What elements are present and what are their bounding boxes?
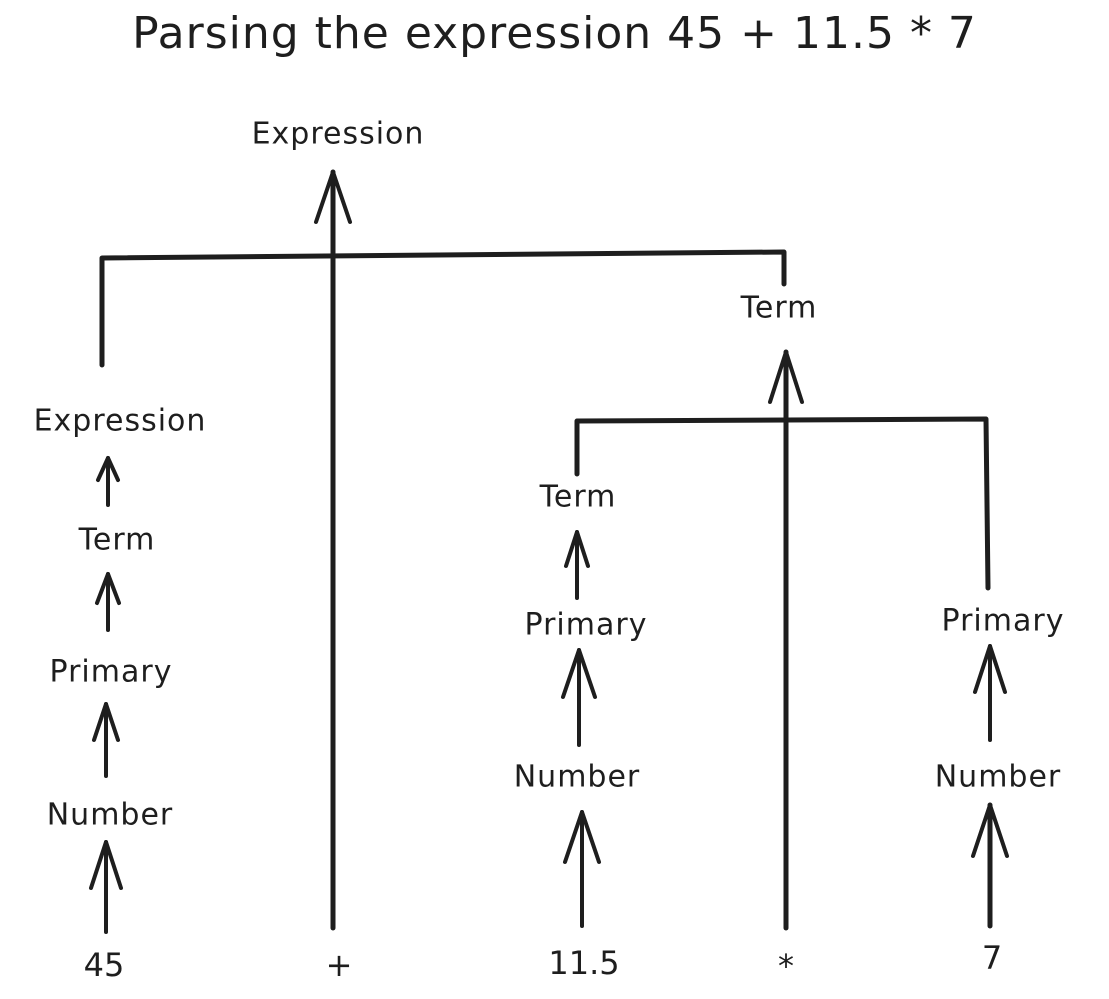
far-primary-node: Primary [941, 603, 1065, 639]
mid-number-node: Number [513, 759, 641, 795]
root-expression-node: Expression [251, 116, 425, 152]
mid-arrowhead-2 [561, 648, 597, 699]
left-arrowhead-3 [92, 702, 120, 742]
token-7: 7 [981, 939, 1003, 977]
mid-arrowhead-1 [564, 530, 590, 568]
token-45: 45 [83, 946, 125, 984]
term-bracket-line [574, 416, 991, 591]
root-bracket-line [99, 249, 787, 368]
diagram-title: Parsing the expression 45 + 11.5 * 7 [132, 8, 977, 59]
far-arrowhead-2 [971, 803, 1009, 858]
left-arrowhead-1 [96, 456, 120, 482]
left-arrowhead-2 [95, 572, 121, 605]
far-arrowhead-1 [973, 644, 1007, 694]
token-star: * [778, 947, 794, 985]
left-term-node: Term [78, 522, 156, 558]
left-primary-node: Primary [49, 654, 173, 690]
token-plus: + [325, 946, 353, 984]
far-number-node: Number [934, 759, 1062, 795]
right-term-node: Term [740, 290, 818, 326]
mid-arrowhead-3 [563, 810, 601, 864]
left-expression-node: Expression [33, 403, 207, 439]
mid-term-node: Term [539, 479, 617, 515]
term-arrowhead [768, 350, 804, 404]
left-number-node: Number [46, 797, 174, 833]
mid-primary-node: Primary [524, 607, 648, 643]
root-arrowhead [314, 170, 352, 224]
left-arrowhead-4 [89, 840, 123, 890]
token-11-5: 11.5 [548, 944, 620, 982]
